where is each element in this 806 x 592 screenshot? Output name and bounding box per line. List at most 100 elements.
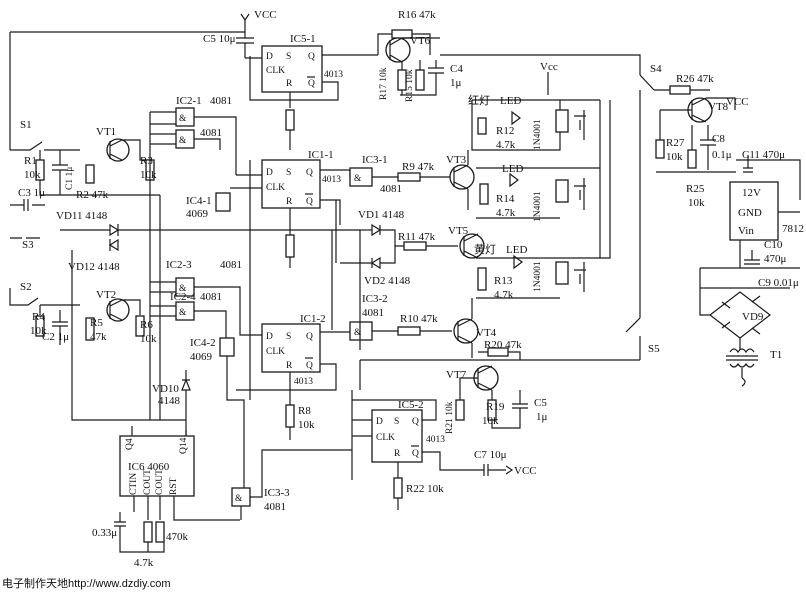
r21-label: R21 10k xyxy=(445,401,455,434)
ic4-2-inverter: IC4-2 4069 xyxy=(190,337,245,490)
r19-label: R19 xyxy=(486,401,505,413)
vd10-label: VD10 xyxy=(152,383,179,395)
ic1-2-flipflop: IC1-2 D S Q CLK R Q 4013 R8 10k xyxy=(236,313,350,440)
ic3-1-vt3: & IC3-1 4081 R9 47k VT3 xyxy=(349,150,475,210)
vd1-vd2-vt5: VD1 4148 R11 47k VT5 VD2 4148 xyxy=(340,209,485,287)
ic2-4-label: IC2-4 xyxy=(170,291,196,303)
c4-value: 1μ xyxy=(450,77,462,89)
bus-wiring xyxy=(71,100,601,421)
ic5-1-label: IC5-1 xyxy=(290,33,316,45)
c-033-label: 0.33μ xyxy=(92,527,117,539)
r10-label: R10 47k xyxy=(400,313,438,325)
ic2-3-part: 4081 xyxy=(220,259,242,271)
ic4-1-part: 4069 xyxy=(186,208,209,220)
svg-text:S: S xyxy=(286,332,291,342)
reg-12v-label: 12V xyxy=(742,187,761,199)
ic2-1-part: 4081 xyxy=(210,95,232,107)
r17-label: R17 10k xyxy=(379,67,389,100)
svg-text:CLK: CLK xyxy=(266,183,285,193)
s2-label: S2 xyxy=(20,281,32,293)
reg-part-label: 7812 xyxy=(782,223,804,235)
c2-label: C2 1μ xyxy=(42,331,69,343)
c8-label: C8 xyxy=(712,133,725,145)
c10-value: 470μ xyxy=(764,253,787,265)
c1-label: C1 1μ xyxy=(65,167,75,190)
ic2-4-part: 4081 xyxy=(200,291,222,303)
svg-text:Q: Q xyxy=(306,332,313,342)
svg-text:D: D xyxy=(266,332,273,342)
ic5-2-label: IC5-2 xyxy=(398,399,424,411)
svg-text:CLK: CLK xyxy=(266,347,285,357)
ic4-2-label: IC4-2 xyxy=(190,337,216,349)
ic3-1-label: IC3-1 xyxy=(362,154,388,166)
vt4-label: VT4 xyxy=(476,327,497,339)
ic6-label: IC6 4060 xyxy=(128,461,170,473)
r6-value: 10k xyxy=(140,333,157,345)
s3-stage: C3 1μ VD11 4148 S3 VD12 4148 xyxy=(10,187,360,273)
yellow-lamp-label: 黄灯 xyxy=(474,242,496,256)
svg-text:Q: Q xyxy=(308,79,315,89)
r19-value: 10k xyxy=(482,415,499,427)
ic4-1-label: IC4-1 xyxy=(186,195,212,207)
svg-text:&: & xyxy=(179,136,187,146)
svg-text:Q: Q xyxy=(306,361,313,371)
middle-led-relay: LED R14 4.7k 1N4001 xyxy=(476,163,600,222)
ic5-2-flipflop: IC5-2 D S Q CLK R Q 4013 R22 10k C7 10μ … xyxy=(351,390,537,510)
r13-value: 4.7k xyxy=(494,289,514,301)
svg-text:R: R xyxy=(286,79,293,89)
ic3-2-label: IC3-2 xyxy=(362,293,388,305)
c9-label: C9 0.01μ xyxy=(758,277,799,289)
svg-text:R: R xyxy=(394,449,401,459)
r20-label: R20 47k xyxy=(484,339,522,351)
r27-value: 10k xyxy=(666,151,683,163)
c5-label: C5 10μ xyxy=(203,33,236,45)
ic4-1-inverter: IC4-1 4069 xyxy=(186,192,231,220)
ic3-3-part: 4081 xyxy=(264,501,286,513)
svg-text:D: D xyxy=(266,52,273,62)
svg-text:S: S xyxy=(286,52,291,62)
r14-label: R14 xyxy=(496,193,515,205)
ic1-2-part: 4013 xyxy=(294,377,313,387)
s1-label: S1 xyxy=(20,119,32,131)
vt7-label: VT7 xyxy=(446,369,467,381)
red-led-relay: Vcc 红灯 LED R12 4.7k 1N4001 xyxy=(468,61,600,151)
r4-value: 10k xyxy=(30,325,47,337)
yellow-led-relay: 黄灯 LED R13 4.7k 1N4001 xyxy=(474,100,611,301)
svg-text:Q: Q xyxy=(412,417,419,427)
c5b-label: C5 xyxy=(534,397,547,409)
svg-text:S: S xyxy=(394,417,399,427)
svg-text:D: D xyxy=(376,417,383,427)
svg-text:&: & xyxy=(235,494,243,504)
svg-text:&: & xyxy=(179,308,187,318)
r2-label: R2 47k xyxy=(76,189,109,201)
svg-text:R: R xyxy=(286,197,293,207)
1n4001-c-label: 1N4001 xyxy=(533,261,543,292)
ic5-1-flipflop: IC5-1 D S Q CLK R Q 4013 xyxy=(249,33,372,150)
r12-label: R12 xyxy=(496,125,514,137)
vt6-stage: R16 47k VT6 R17 10k R15 10k C4 1μ xyxy=(372,9,620,102)
r27-label: R27 xyxy=(666,137,685,149)
r-470k-label: 470k xyxy=(166,531,189,543)
ic1-1-flipflop: IC1-1 D S Q CLK R Q 4013 xyxy=(230,149,351,268)
ic3-1-part: 4081 xyxy=(380,183,402,195)
ic5-1-part: 4013 xyxy=(324,70,343,80)
ic1-1-part: 4013 xyxy=(322,175,341,185)
vd9-label: VD9 xyxy=(742,311,764,323)
r25-value: 10k xyxy=(688,197,705,209)
ic3-2-part: 4081 xyxy=(362,307,384,319)
t1-label: T1 xyxy=(770,349,782,361)
vd12-label: VD12 4148 xyxy=(68,261,120,273)
t1-transformer: T1 xyxy=(726,348,782,387)
svg-text:Q: Q xyxy=(306,197,313,207)
c8-value: 0.1μ xyxy=(712,149,732,161)
vt8-label: VT8 xyxy=(708,101,729,113)
r1-value: 10k xyxy=(24,169,41,181)
vt5-label: VT5 xyxy=(448,225,469,237)
regulator-7812: C11 470μ 12V GND Vin 7812 C10 470μ C9 0.… xyxy=(700,149,804,289)
r3-label: R3 xyxy=(140,155,153,167)
ic5-2-part: 4013 xyxy=(426,435,445,445)
vt6-label: VT6 xyxy=(410,35,431,47)
r4-label: R4 xyxy=(32,311,45,323)
vcc-top-label: VCC xyxy=(254,9,277,21)
